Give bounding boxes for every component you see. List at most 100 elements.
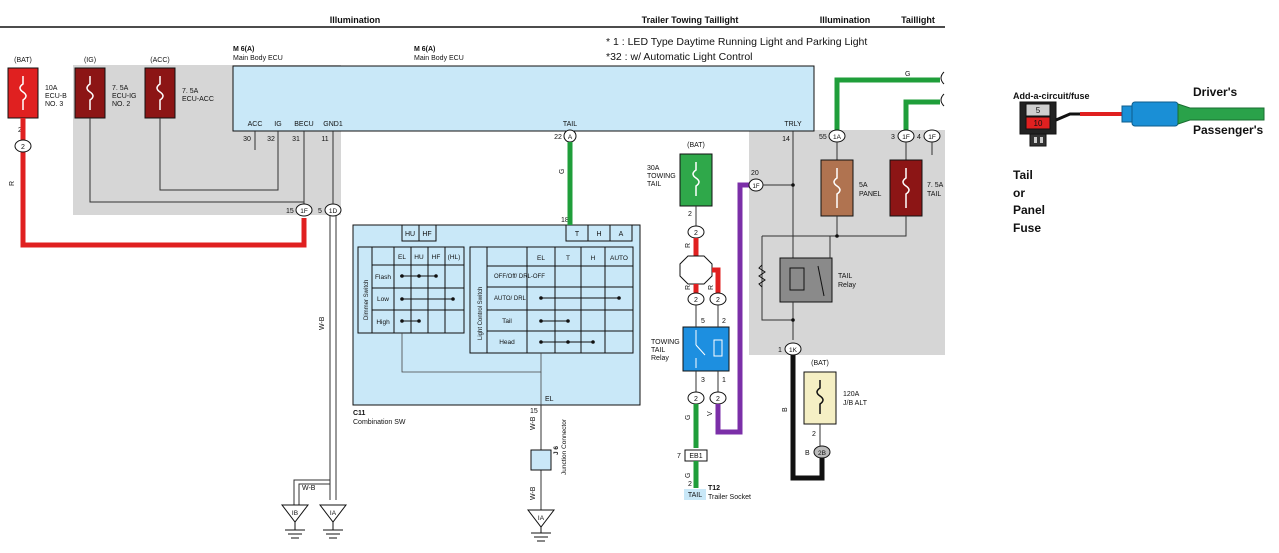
addon-caption-or: or (1013, 186, 1025, 200)
wire-label-b-short: B (805, 450, 810, 457)
fuse-alt-name: J/B ALT (843, 400, 868, 407)
addon-caption-fuse: Fuse (1013, 221, 1041, 235)
switch-pin-h: H (596, 231, 601, 238)
pin-label-5-relay: 5 (701, 318, 705, 325)
connector-1f-tail-b-label: 1F (928, 134, 936, 141)
switch-pin-t: T (575, 231, 580, 238)
addon-caption-tail: Tail (1013, 168, 1033, 182)
connector-a-tail-label: A (568, 134, 573, 141)
combination-switch (352, 224, 641, 406)
fuse-ecu-acc-name: ECU-ACC (182, 96, 214, 103)
fuse-tail (889, 159, 923, 217)
pin-label-3-relay: 3 (701, 377, 705, 384)
dimmer-col-hf: HF (432, 254, 441, 261)
wire-label-r-towing-c: R (708, 285, 715, 290)
switch-name: Combination SW (353, 419, 406, 426)
ecu-name-b: Main Body ECU (414, 55, 464, 62)
wire-green-panel (834, 77, 940, 130)
fuse-ecu-ig-amp: 7. 5A (112, 85, 129, 92)
ground-ia-center (526, 509, 556, 542)
fuse-towing-name: TOWING (647, 173, 676, 180)
wire-fuse-bus (836, 216, 907, 237)
connector-2-towing-d-label: 2 (694, 396, 698, 403)
wire-label-g-tail: G (559, 169, 566, 174)
fuse-ecu-b (7, 67, 39, 119)
dimmer-row-low: Low (377, 296, 389, 303)
wire-label-wb-main: W-B (319, 316, 326, 330)
fuse-towing-tail (679, 153, 713, 207)
wire-label-r-towing-b: R (685, 285, 692, 290)
header-illumination-right: Illumination (820, 15, 871, 25)
tail-relay-line2: Relay (838, 282, 856, 289)
fuse-ecu-acc (144, 67, 176, 119)
add-a-circuit-fuse-holder (1019, 101, 1265, 147)
wire-red-towing-c (712, 267, 721, 293)
wire-label-wb-upper: W-B (530, 416, 537, 430)
connector-1f-left-label: 1F (300, 208, 308, 215)
addon-fuse-top: 5 (1036, 106, 1041, 115)
wire-red-becu (20, 118, 307, 248)
main-body-ecu (232, 65, 815, 132)
fuse-tail-name: TAIL (927, 191, 941, 198)
connector-2-towing-c-label: 2 (716, 297, 720, 304)
addon-fuse-bottom: 10 (1034, 119, 1043, 128)
connector-2-towing-e-label: 2 (716, 396, 720, 403)
dimmer-switch-title: Dimmer Switch (364, 280, 370, 320)
wire-label-g-panel: G (905, 71, 910, 78)
dimmer-row-high: High (376, 319, 390, 326)
note-auto-light: *32 : w/ Automatic Light Control (606, 51, 753, 63)
fuse-alt-src: (BAT) (811, 360, 829, 367)
wire-label-g-socket-b: G (685, 473, 692, 478)
ecu-id-a: M 6(A) (233, 46, 254, 53)
wire-black-b (790, 355, 825, 481)
wire-label-v: V (707, 411, 714, 416)
pin-label-15: 15 (286, 208, 294, 215)
fuse-ecu-acc-amp: 7. 5A (182, 88, 199, 95)
pin-label-2-relay: 2 (722, 318, 726, 325)
switch-top-pins-right (565, 224, 633, 242)
ecu-pin-num-31: 31 (292, 136, 300, 143)
pin-label-2-socket: 2 (688, 481, 692, 488)
fuse-jb-alt (803, 371, 837, 425)
towing-relay-line3: Relay (651, 355, 669, 362)
ecu-pin-num-11: 11 (321, 136, 328, 143)
fuse-ecu-ig-src: (IG) (84, 57, 96, 64)
connector-2b-label: 2B (818, 450, 826, 457)
ecu-pin-num-32: 32 (267, 136, 275, 143)
pin-label-55: 55 (819, 134, 827, 141)
fuse-ecu-b-src: (BAT) (14, 57, 32, 64)
fuse-ecu-ig (74, 67, 106, 119)
towing-relay-line1: TOWING (651, 339, 680, 346)
wire-purple-v (715, 182, 750, 435)
ground-ia-center-label: IA (538, 515, 545, 522)
wire-switch-internal (401, 333, 542, 373)
wire-label-r-left: R (9, 181, 16, 186)
towing-tail-relay (682, 326, 730, 372)
connector-1d-label: 1D (329, 208, 338, 215)
addon-caption-panel: Panel (1013, 203, 1045, 217)
ecu-pin-becu: BECU (294, 121, 313, 128)
connector-2-towing-a-label: 2 (694, 230, 698, 237)
addon-drivers: Driver's (1193, 85, 1238, 99)
fuse-panel-amp: 5A (859, 182, 868, 189)
ecu-name-a: Main Body ECU (233, 55, 283, 62)
light-row-head: Head (499, 339, 515, 346)
ecu-id-b: M 6(A) (414, 46, 435, 53)
fuse-ecu-acc-src: (ACC) (150, 57, 169, 64)
wire-label-b-main: B (782, 407, 789, 412)
pin-label-4-tail: 4 (917, 134, 921, 141)
pin-label-2-alt: 2 (812, 431, 816, 438)
trailer-socket-name: Trailer Socket (708, 494, 751, 501)
ground-ia-left (318, 504, 348, 539)
light-col-t: T (566, 255, 570, 262)
dimmer-switch-table (357, 246, 465, 334)
pin-label-3-tail: 3 (891, 134, 895, 141)
trailer-socket-pin (684, 489, 706, 500)
dimmer-col-hu: HU (414, 254, 424, 261)
wire-wb-to-ib-2 (298, 483, 330, 505)
light-control-title: Light Control Switch (478, 287, 484, 340)
fuse-ecu-ig-name: ECU-IG (112, 93, 137, 100)
ecu-pin-acc: ACC (248, 121, 263, 128)
